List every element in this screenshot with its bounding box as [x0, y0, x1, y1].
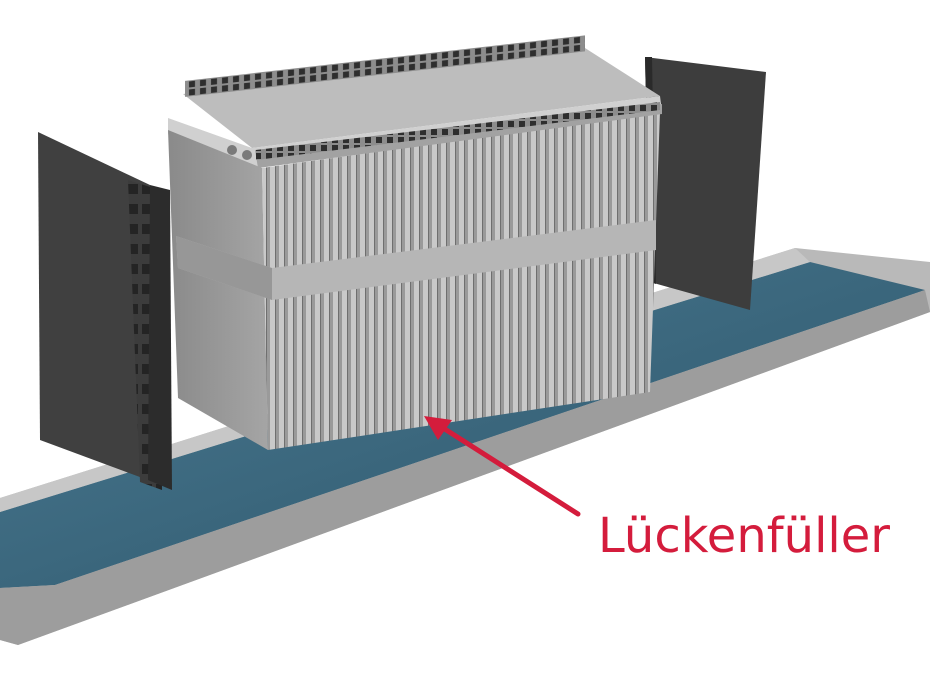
right-plate [645, 57, 766, 310]
gap-filler-label: Lückenfüller [598, 508, 891, 564]
gap-filler-arrow [424, 416, 581, 517]
transformer-housing [168, 35, 662, 450]
left-plate [38, 132, 172, 490]
